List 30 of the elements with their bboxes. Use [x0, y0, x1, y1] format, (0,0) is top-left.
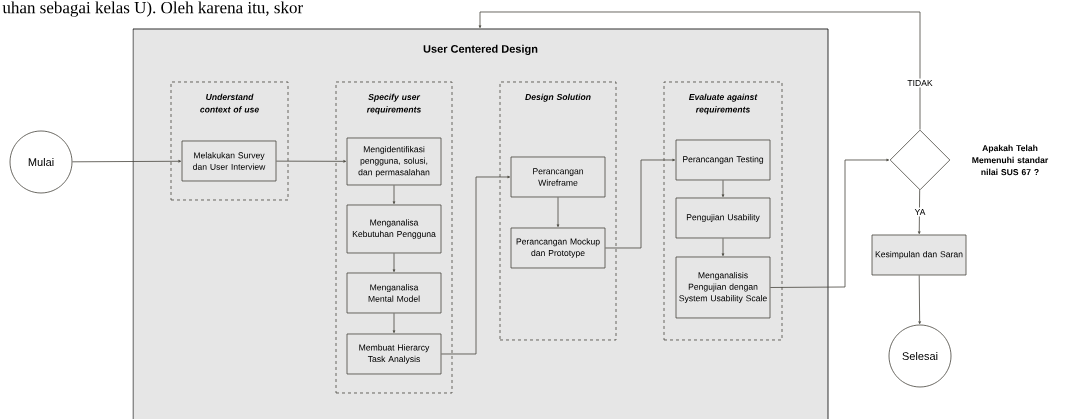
arrow: [276, 160, 347, 163]
process-box: Perancangan Testing: [675, 139, 771, 181]
process-box: Menganalisa Mental Model: [346, 272, 442, 314]
arrow: [917, 189, 921, 235]
arrow: [918, 275, 921, 325]
arrow: [770, 158, 890, 288]
arrow: [72, 159, 182, 163]
arrow: [392, 253, 396, 273]
decision-diamond: [889, 129, 951, 191]
arrow: [556, 197, 560, 228]
process-box: Perancangan Mockup dan Prototype: [510, 227, 606, 269]
process-box: Pengujian Usability: [675, 197, 771, 239]
process-box: Membuat Hierarcy Task Analysis: [346, 333, 442, 375]
arrow: [441, 175, 511, 355]
edge-label: TIDAK: [905, 78, 935, 88]
process-box: Perancangan Wireframe: [510, 156, 606, 198]
arrow: [721, 238, 725, 257]
edge-label: YA: [913, 207, 927, 217]
arrow: [392, 185, 396, 205]
process-box: Menganalisis Pengujian dengan System Usability Scale: [675, 256, 771, 319]
arrow: [392, 313, 396, 334]
question-text: Apakah Telah Memenuhi standar nilai SUS 67 ?: [972, 144, 1049, 176]
arrow: [605, 158, 676, 249]
process-box: Menganalisa Kebutuhan Pengguna: [346, 204, 442, 254]
arrow: [478, 11, 921, 130]
process-box: Melakukan Survey dan User Interview: [181, 140, 277, 182]
page-text-fragment: uhan sebagai kelas U). Oleh karena itu, skor: [2, 1, 303, 17]
process-box: Kesimpulan dan Saran: [871, 234, 967, 276]
arrow: [721, 180, 725, 198]
process-box: Mengidentifikasi pengguna, solusi, dan permasalahan: [346, 137, 442, 186]
